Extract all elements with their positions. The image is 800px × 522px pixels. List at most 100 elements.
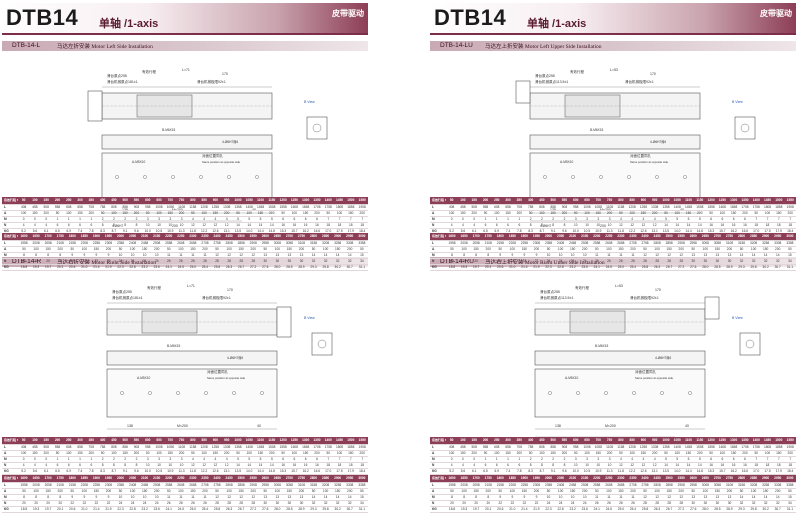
header-cell: 2100	[566, 233, 579, 241]
table-cell: 2408	[554, 240, 567, 247]
table-cell: 32	[735, 258, 748, 265]
header-cell: 2400	[639, 233, 652, 241]
table-cell: 150	[209, 210, 222, 217]
table-cell: 7	[750, 456, 762, 463]
header-cell: 2500	[235, 233, 248, 241]
table-cell: 6	[502, 462, 514, 469]
table-cell: 458	[457, 444, 469, 451]
row-label: N	[430, 500, 446, 507]
header-cell: 2850	[319, 475, 332, 483]
label-mech-end: 滑台机械极限92±1	[197, 79, 226, 84]
table-cell: 100	[716, 450, 729, 457]
table-cell: 408	[446, 444, 458, 451]
table-cell: 1	[513, 456, 525, 463]
table-cell: 21.4	[518, 506, 531, 513]
table-cell: 1708	[311, 444, 323, 451]
header-cell: 1400	[322, 437, 334, 445]
table-cell: 16	[311, 222, 323, 229]
table-cell: 100	[126, 246, 139, 253]
header-cell: 850	[626, 437, 638, 445]
table-cell: 200	[694, 210, 706, 217]
table-cell: 9.1	[547, 468, 559, 475]
table-cell: 28	[663, 500, 676, 507]
label-screw: A-M5X10	[565, 376, 579, 380]
table-cell: 2708	[198, 482, 211, 489]
table-cell: 6	[728, 216, 740, 223]
table-cell: 758	[96, 444, 109, 451]
label-dim-40: 40	[685, 424, 689, 428]
table-cell: 14	[694, 222, 706, 229]
table-cell: 14	[771, 252, 784, 259]
table-cell: 5	[232, 216, 244, 223]
table-cell: 150	[283, 246, 296, 253]
table-cell: 17.0	[750, 468, 762, 475]
table-cell: 15.3	[705, 468, 717, 475]
table-cell: 12	[211, 494, 224, 501]
table-cell: 1258	[209, 204, 222, 211]
table-cell: 50	[66, 246, 79, 253]
table-cell: 150	[728, 210, 740, 217]
table-cell: 26.7	[235, 506, 248, 513]
table-cell: 20.6	[494, 264, 507, 271]
table-cell: 100	[108, 210, 120, 217]
table-cell: 150	[29, 450, 41, 457]
table-cell: 200	[649, 210, 661, 217]
table-cell: 28.9	[723, 506, 736, 513]
table-cell: 150	[164, 210, 176, 217]
table-cell: 2258	[90, 240, 103, 247]
row-label: N	[2, 462, 18, 469]
table-cell: 4	[626, 456, 638, 463]
table-cell: 0	[446, 216, 458, 223]
header-cell: 550	[130, 437, 143, 445]
table-cell: 1458	[682, 444, 695, 451]
table-cell: 5	[671, 456, 683, 463]
table-cell: 1	[51, 456, 64, 463]
table-cell: 50	[322, 210, 334, 217]
header-cell: 2900	[331, 233, 344, 241]
header-cell: 1550	[784, 197, 796, 205]
table-cell: 1008	[581, 204, 593, 211]
table-cell: 150	[300, 450, 312, 457]
table-cell: 10	[570, 222, 582, 229]
table-cell: 10	[566, 494, 579, 501]
table-cell: 1058	[164, 444, 176, 451]
label-screw: A-M5X10	[132, 160, 146, 164]
table-cell: 100	[288, 210, 301, 217]
table-cell: 2108	[54, 240, 67, 247]
table-cell: 6	[300, 456, 312, 463]
label-screw-m6: B-M6X15	[595, 344, 609, 348]
table-cell: 50	[542, 488, 555, 495]
header-cell: 1850	[506, 475, 519, 483]
table-cell: 12	[675, 252, 688, 259]
table-cell: 7	[333, 456, 346, 463]
table-cell: 2358	[542, 240, 555, 247]
table-cell: 6	[502, 222, 514, 229]
table-cell: 2758	[639, 240, 652, 247]
table-cell: 7.8	[513, 468, 525, 475]
header-cell: 2100	[566, 475, 579, 483]
label-slider-origin: 滑台机械原点181±1	[107, 79, 138, 84]
table-cell: 31.1	[783, 506, 796, 513]
table-cell: 1558	[277, 204, 289, 211]
header-cell: 300	[74, 197, 86, 205]
table-cell: 6	[311, 456, 323, 463]
header-cell: 100	[457, 437, 469, 445]
table-cell: 14	[682, 462, 695, 469]
table-cell: 1558	[705, 444, 717, 451]
header-cell: 1300	[300, 437, 312, 445]
table-cell: 30	[271, 500, 284, 507]
row-label: KG	[2, 468, 18, 475]
header-cell: 1100	[254, 437, 267, 445]
header-cell: 1400	[322, 197, 334, 205]
table-cell: 758	[524, 444, 537, 451]
table-cell: 0	[468, 456, 480, 463]
table-cell: 200	[578, 246, 591, 253]
table-cell: 2858	[663, 482, 676, 489]
table-cell: 708	[85, 444, 97, 451]
header-cell: 2550	[675, 233, 688, 241]
table-cell: 3108	[295, 482, 308, 489]
table-cell: 5	[694, 216, 706, 223]
table-cell: 508	[468, 444, 480, 451]
table-cell: 26	[614, 258, 627, 265]
table-cell: 150	[637, 450, 650, 457]
